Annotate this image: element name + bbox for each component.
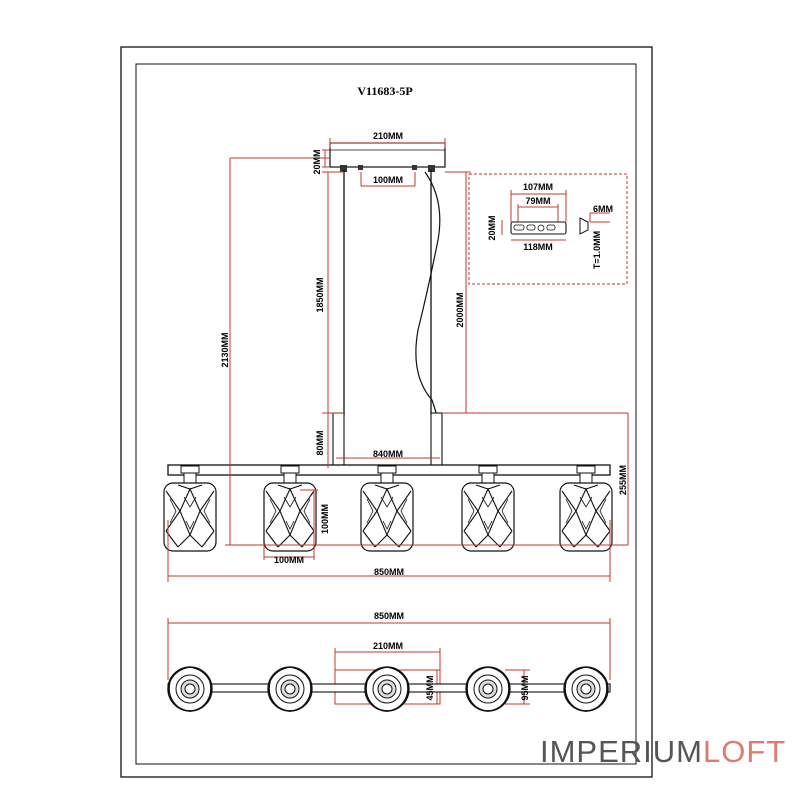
top-shade-2: [267, 666, 313, 712]
rod-left: [332, 412, 345, 469]
canopy: [329, 142, 446, 168]
dim-total-height: 2130MM: [220, 332, 230, 367]
dim-shade-height: 100MM: [320, 504, 330, 534]
dimension-lines: [167, 138, 629, 705]
dim-canopy-depth-top: 45MM: [425, 675, 435, 700]
dim-bar-depth-top: 95MM: [520, 675, 530, 700]
drawing-title: V11683-5P: [357, 84, 412, 98]
dim-fixture-height: 255MM: [618, 465, 628, 495]
top-shade-3: [364, 666, 410, 712]
dim-canopy-height: 20MM: [312, 149, 322, 174]
mounting-bracket: [510, 217, 589, 235]
brand-logo: IMPERIUMLOFT: [540, 734, 786, 769]
dim-bracket-inner: 79MM: [525, 196, 550, 206]
shade-2: [263, 465, 317, 552]
dim-rod-height: 80MM: [315, 430, 325, 455]
dim-shade-width: 100MM: [274, 555, 304, 565]
dim-max-height: 2000MM: [455, 292, 465, 327]
dim-canopy-width-top: 210MM: [373, 641, 403, 651]
dim-bracket-thickness: T=1.0MM: [592, 231, 602, 269]
dim-bracket-length: 118MM: [523, 242, 553, 252]
dim-total-width-front: 850MM: [374, 567, 404, 577]
dim-bracket-outer: 107MM: [523, 182, 553, 192]
top-shade-5: [563, 666, 609, 712]
dim-mount-spacing: 100MM: [373, 175, 403, 185]
shade-4: [461, 465, 515, 552]
dim-cable-length: 1850MM: [315, 277, 325, 312]
dim-total-width-top: 850MM: [374, 611, 404, 621]
brand-part-2: LOFT: [703, 734, 786, 769]
shade-3: [360, 465, 414, 552]
dim-bracket-hole: 6MM: [593, 204, 613, 214]
outer-frame: [120, 46, 653, 778]
top-shade-4: [465, 666, 511, 712]
dim-bracket-height: 20MM: [487, 215, 497, 240]
inner-frame: [135, 63, 637, 765]
shade-1: [163, 465, 217, 552]
rod-right: [430, 412, 443, 469]
brand-part-1: IMPERIUM: [540, 734, 703, 769]
dim-canopy-width: 210MM: [373, 131, 403, 141]
dim-bar-length: 840MM: [373, 449, 403, 459]
shade-5: [559, 465, 613, 552]
top-shade-1: [167, 666, 213, 712]
